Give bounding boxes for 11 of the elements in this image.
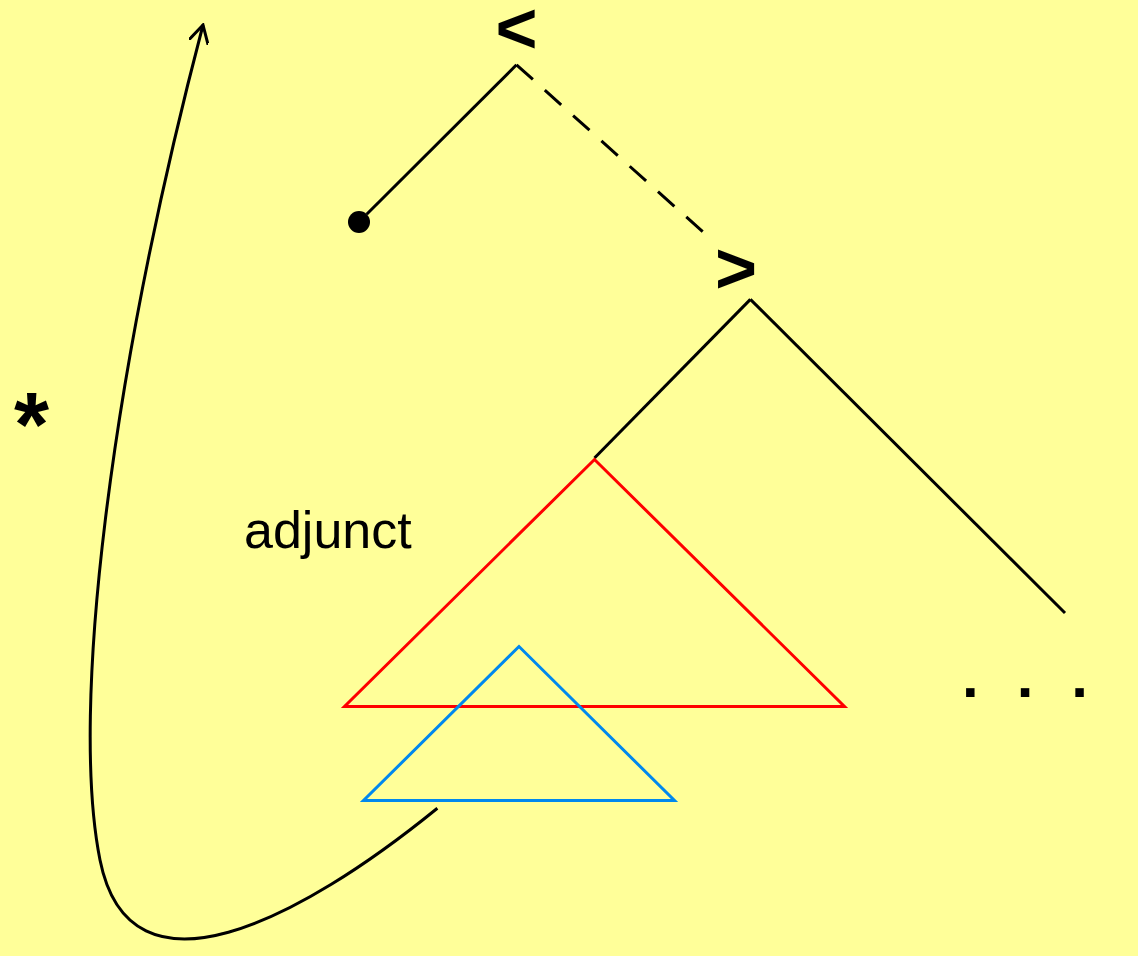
- adjunct-label: adjunct: [244, 500, 412, 560]
- curved-arrow: [88, 23, 439, 940]
- node-symbol: >: [712, 240, 760, 295]
- tree-branch: [749, 298, 1067, 615]
- dot-node: [348, 211, 370, 233]
- tree-branch: [593, 298, 752, 460]
- node-symbol: <: [488, 0, 545, 60]
- subtree-triangle: [362, 645, 676, 802]
- tree-branch: [365, 63, 518, 216]
- asterisk-mark: *: [14, 380, 50, 470]
- ellipsis-mark: ...: [962, 644, 1126, 710]
